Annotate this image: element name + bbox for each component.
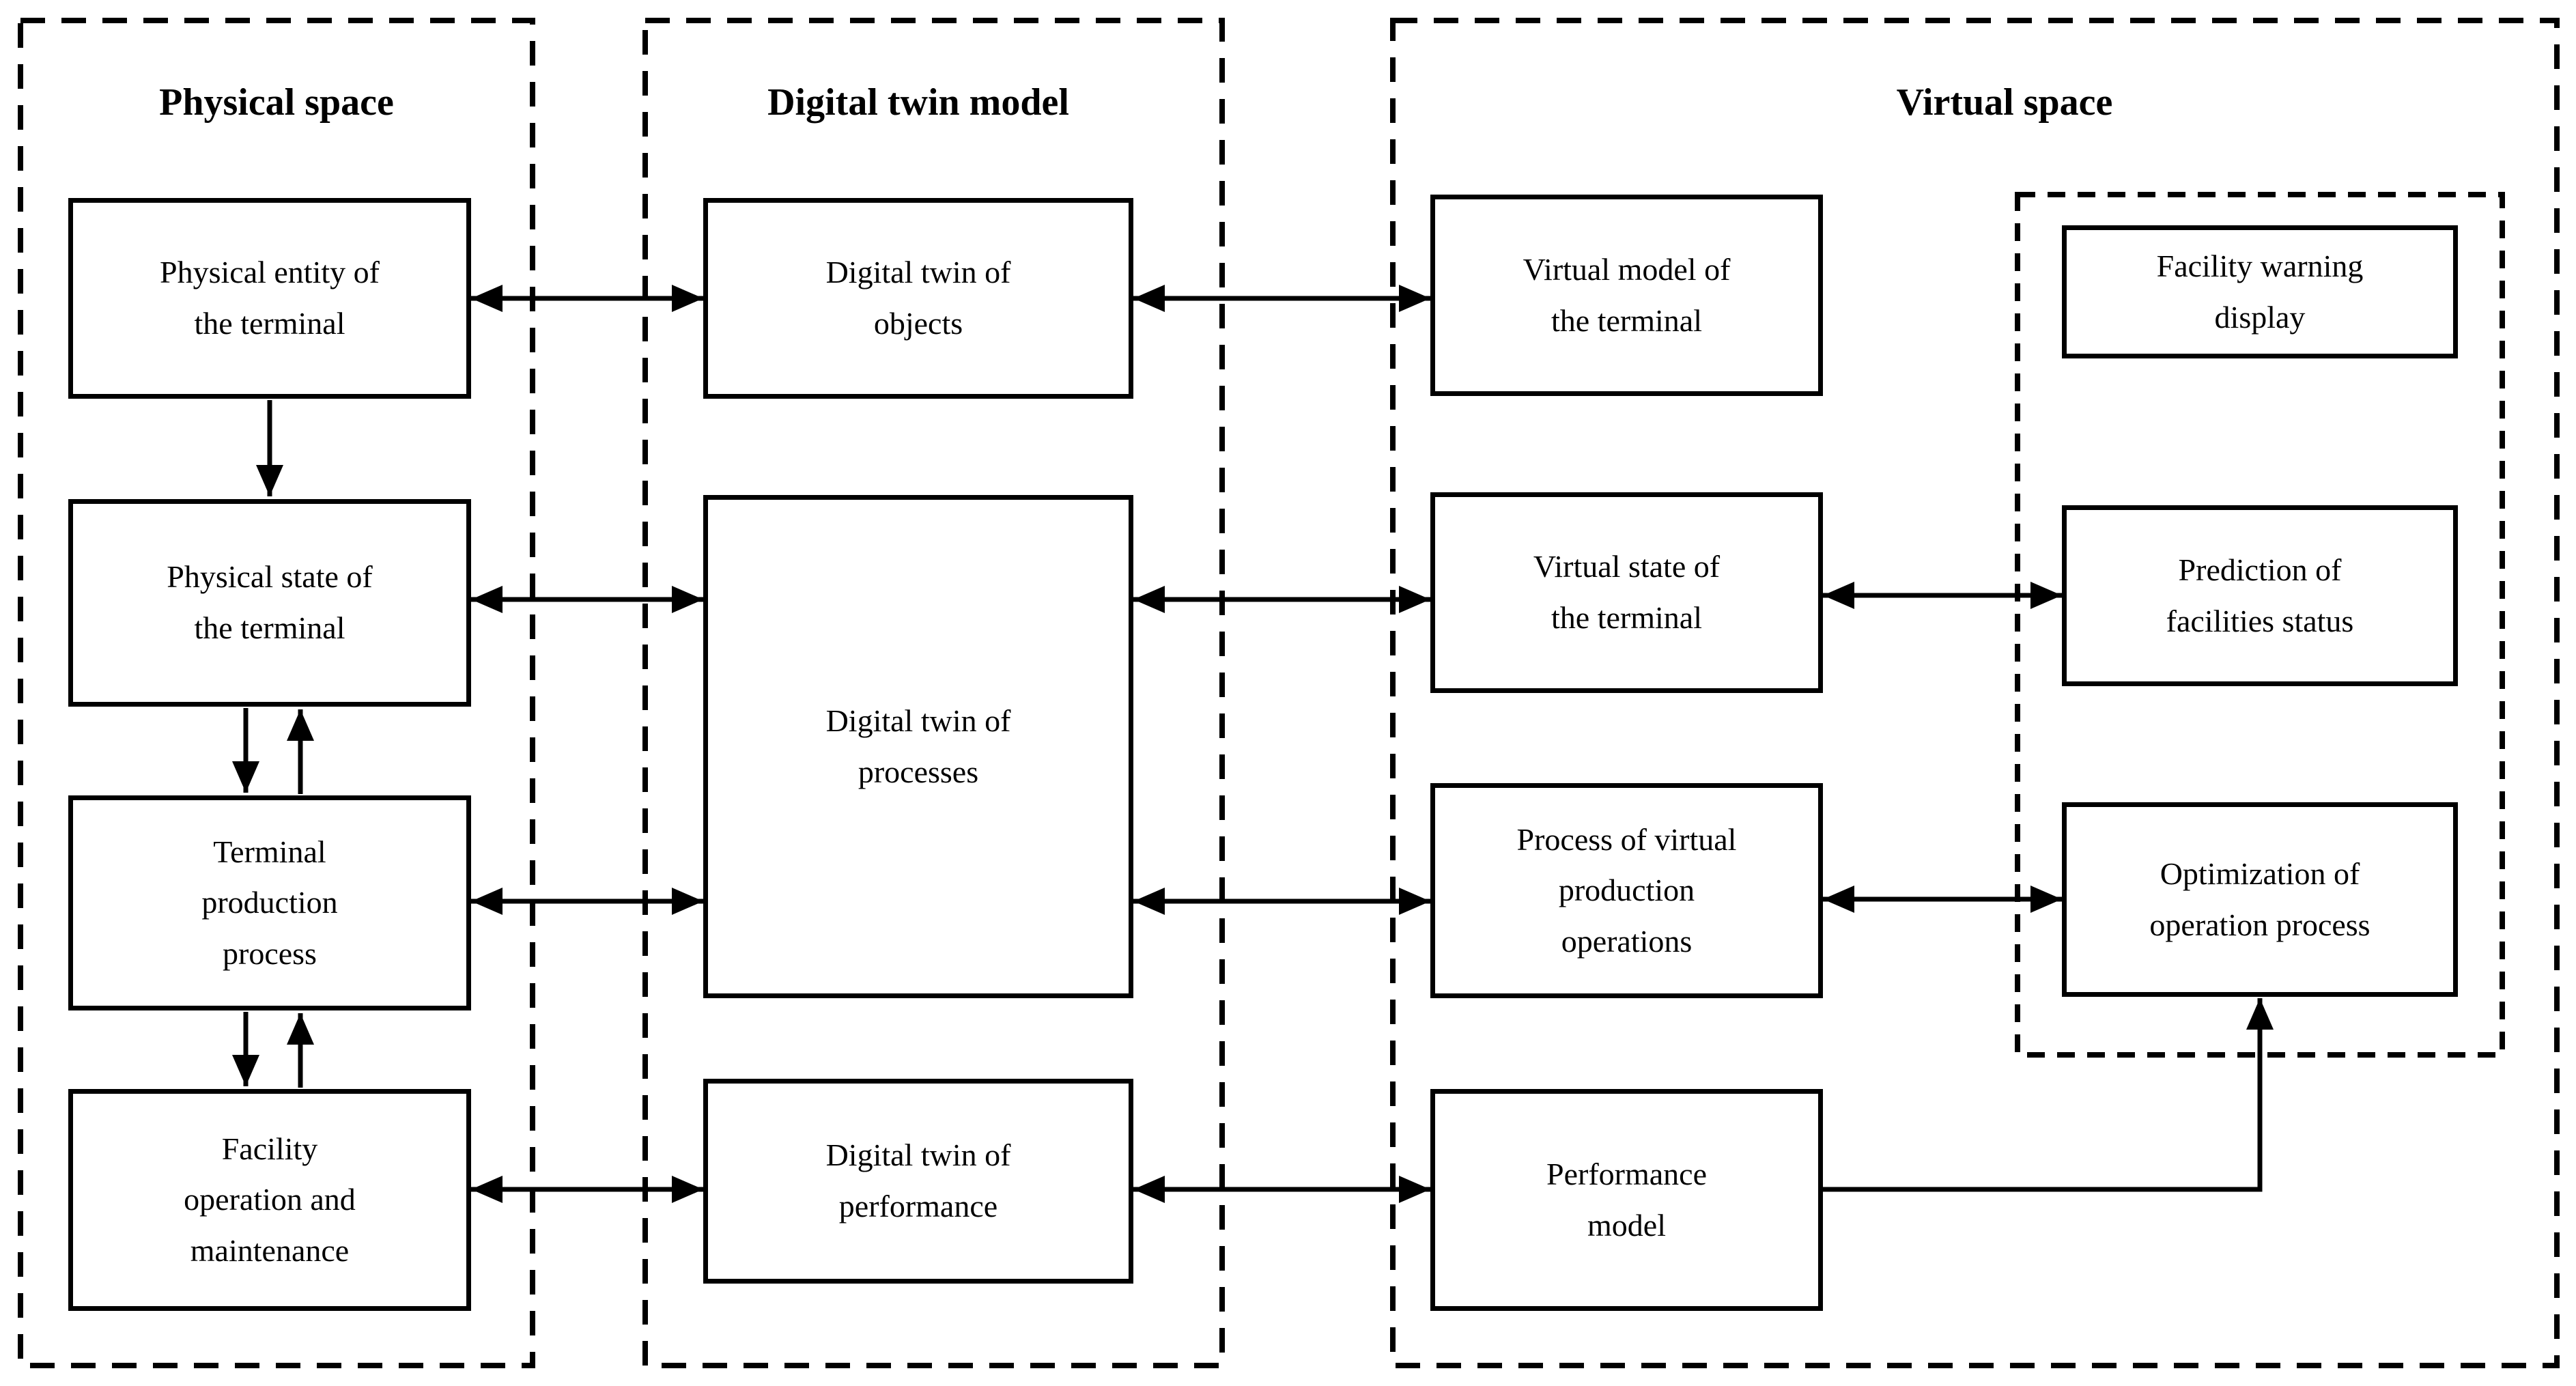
box-facility-operation-maintenance: Facility operation and maintenance	[68, 1089, 471, 1311]
box-label: Physical entity of the terminal	[160, 255, 380, 341]
box-digital-twin-of-objects: Digital twin of objects	[703, 198, 1133, 399]
box-label: Virtual state of the terminal	[1533, 549, 1721, 635]
box-label: Virtual model of the terminal	[1523, 251, 1731, 338]
box-label: Terminal production process	[201, 834, 338, 971]
panel-border-virtual-space	[1390, 18, 2560, 1368]
panel-border-virtual-inner-applications	[2015, 192, 2505, 1058]
box-terminal-production-process: Terminal production process	[68, 795, 471, 1010]
box-label: Optimization of operation process	[2149, 855, 2370, 942]
box-label: Facility operation and maintenance	[184, 1131, 356, 1268]
box-label: Performance model	[1546, 1156, 1707, 1243]
box-physical-state-of-terminal: Physical state of the terminal	[68, 499, 471, 707]
box-label: Digital twin of processes	[825, 703, 1011, 789]
panel-border-digital-twin-model	[642, 18, 1225, 1368]
box-performance-model: Performance model	[1430, 1089, 1823, 1311]
panel-border-physical-space	[18, 18, 535, 1368]
box-label: Digital twin of objects	[825, 255, 1011, 341]
box-optimization-of-operation-process: Optimization of operation process	[2062, 802, 2458, 997]
box-prediction-of-facilities-status: Prediction of facilities status	[2062, 505, 2458, 686]
box-process-of-virtual-production-operations: Process of virtual production operations	[1430, 783, 1823, 998]
panel-title-digital-twin-model: Digital twin model	[767, 81, 1069, 124]
panel-title-virtual-space: Virtual space	[1896, 81, 2113, 124]
panel-title-physical-space: Physical space	[159, 81, 394, 124]
box-physical-entity-of-terminal: Physical entity of the terminal	[68, 198, 471, 399]
box-label: Prediction of facilities status	[2166, 552, 2354, 638]
box-virtual-model-of-terminal: Virtual model of the terminal	[1430, 195, 1823, 396]
box-virtual-state-of-terminal: Virtual state of the terminal	[1430, 492, 1823, 693]
box-label: Digital twin of performance	[825, 1137, 1011, 1224]
box-label: Physical state of the terminal	[167, 559, 373, 645]
box-label: Facility warning display	[2156, 248, 2364, 335]
box-digital-twin-of-performance: Digital twin of performance	[703, 1079, 1133, 1284]
box-label: Process of virtual production operations	[1516, 821, 1737, 959]
box-facility-warning-display: Facility warning display	[2062, 225, 2458, 358]
arrow-performance-model-optimization	[1823, 998, 2274, 1192]
box-digital-twin-of-processes: Digital twin of processes	[703, 495, 1133, 998]
